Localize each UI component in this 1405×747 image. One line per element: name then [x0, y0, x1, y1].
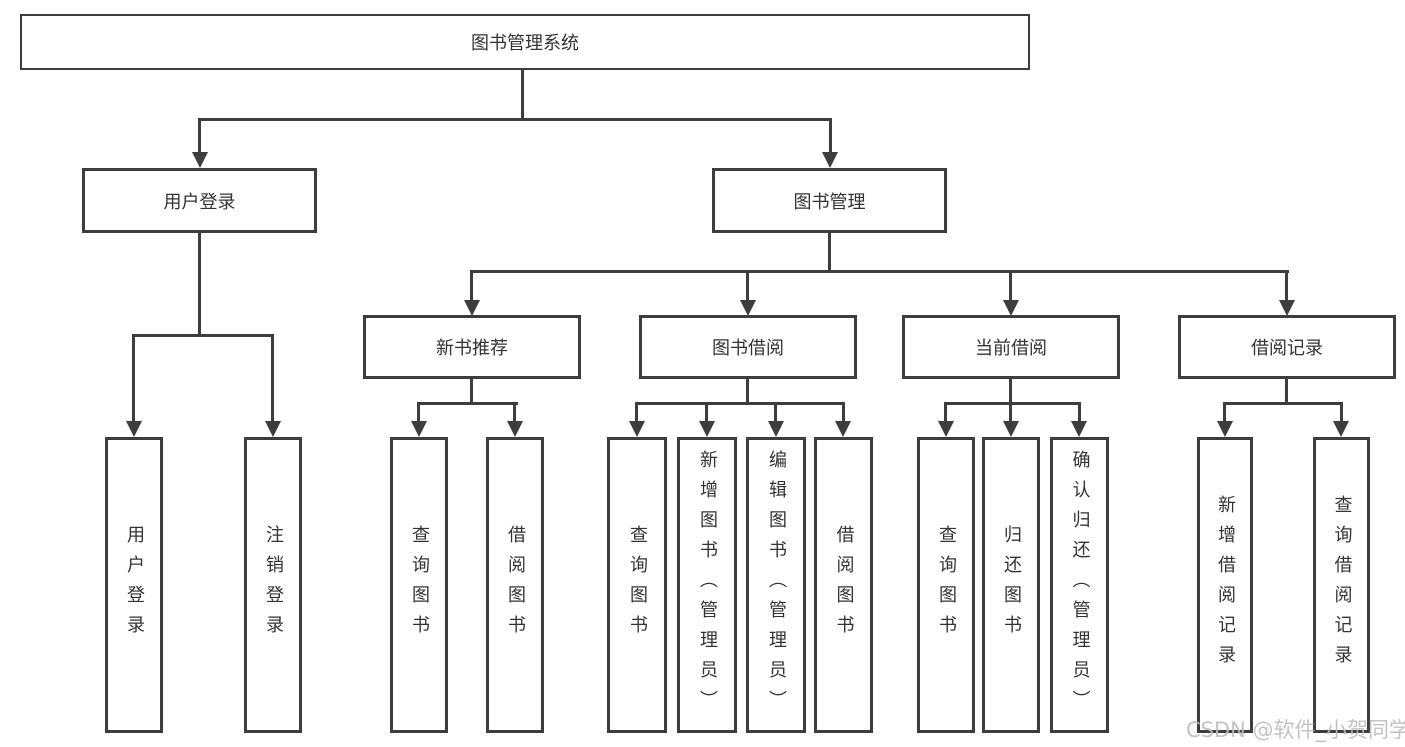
- connector: [1223, 402, 1226, 422]
- connector: [635, 402, 845, 405]
- connector: [1009, 402, 1012, 422]
- leaf-label: 借阅图书: [833, 525, 855, 645]
- connector: [132, 334, 135, 422]
- arrow-down-icon: [835, 421, 851, 437]
- node-user-login: 用户登录: [82, 168, 317, 233]
- leaf-return-books: 归还图书: [982, 437, 1040, 733]
- leaf-label: 新增图书（管理员）: [697, 450, 718, 720]
- connector: [842, 402, 845, 422]
- arrow-down-icon: [699, 421, 715, 437]
- leaf-user-login: 用户登录: [105, 437, 163, 733]
- leaf-query-borrow-record: 查询借阅记录: [1313, 437, 1370, 733]
- connector: [198, 233, 201, 336]
- leaf-label: 确认归还（管理员）: [1069, 450, 1091, 720]
- arrow-down-icon: [1217, 421, 1233, 437]
- leaf-label: 查询借阅记录: [1331, 495, 1353, 675]
- leaf-label: 借阅图书: [505, 525, 526, 645]
- connector: [132, 334, 274, 337]
- connector: [198, 118, 832, 121]
- arrow-down-icon: [192, 152, 208, 168]
- connector: [417, 402, 518, 405]
- node-new-book-recommendation: 新书推荐: [363, 315, 581, 379]
- arrow-down-icon: [507, 421, 523, 437]
- arrow-down-icon: [740, 300, 756, 316]
- connector: [944, 402, 1081, 405]
- leaf-label: 查询图书: [936, 525, 957, 645]
- connector: [746, 379, 749, 405]
- connector: [1285, 379, 1288, 405]
- leaf-query-books-current: 查询图书: [917, 437, 975, 733]
- connector: [470, 270, 1289, 273]
- connector: [470, 379, 473, 405]
- connector: [470, 270, 473, 302]
- node-current-borrowing: 当前借阅: [902, 315, 1120, 379]
- connector: [271, 334, 274, 422]
- leaf-label: 用户登录: [124, 525, 145, 645]
- arrow-down-icon: [126, 421, 142, 437]
- connector: [521, 70, 524, 120]
- leaf-label: 查询图书: [627, 525, 648, 645]
- connector: [705, 402, 708, 422]
- connector: [1340, 402, 1343, 422]
- leaf-add-borrow-record: 新增借阅记录: [1197, 437, 1253, 733]
- arrow-down-icon: [768, 421, 784, 437]
- connector: [828, 233, 831, 273]
- leaf-label: 归还图书: [1001, 525, 1022, 645]
- leaf-borrow-books: 借阅图书: [814, 437, 873, 733]
- leaf-confirm-return-admin: 确认归还（管理员）: [1050, 437, 1109, 733]
- leaf-query-books-recommend: 查询图书: [390, 437, 448, 733]
- connector: [417, 402, 420, 422]
- arrow-down-icon: [411, 421, 427, 437]
- arrow-down-icon: [1003, 300, 1019, 316]
- leaf-borrow-books-recommend: 借阅图书: [486, 437, 544, 733]
- node-book-borrowing: 图书借阅: [639, 315, 857, 379]
- connector: [1285, 270, 1288, 302]
- watermark-text: CSDN @软件_小贺同学: [1186, 718, 1405, 742]
- arrow-down-icon: [265, 421, 281, 437]
- connector: [1078, 402, 1081, 422]
- connector: [829, 118, 832, 154]
- connector: [1009, 379, 1012, 405]
- leaf-add-books-admin: 新增图书（管理员）: [677, 437, 737, 733]
- arrow-down-icon: [629, 421, 645, 437]
- connector: [513, 402, 516, 422]
- node-book-management: 图书管理: [712, 168, 947, 233]
- leaf-label: 查询图书: [409, 525, 430, 645]
- node-library-management-system: 图书管理系统: [20, 14, 1030, 70]
- connector: [1223, 402, 1343, 405]
- connector: [198, 118, 201, 154]
- arrow-down-icon: [1003, 421, 1019, 437]
- connector: [944, 402, 947, 422]
- arrow-down-icon: [464, 300, 480, 316]
- node-borrowing-records: 借阅记录: [1178, 315, 1396, 379]
- arrow-down-icon: [1333, 421, 1349, 437]
- connector: [774, 402, 777, 422]
- arrow-down-icon: [938, 421, 954, 437]
- arrow-down-icon: [822, 152, 838, 168]
- arrow-down-icon: [1071, 421, 1087, 437]
- leaf-edit-books-admin: 编辑图书（管理员）: [746, 437, 806, 733]
- arrow-down-icon: [1279, 300, 1295, 316]
- leaf-label: 注销登录: [263, 525, 284, 645]
- connector: [746, 270, 749, 302]
- connector: [1009, 270, 1012, 302]
- leaf-label: 编辑图书（管理员）: [766, 450, 787, 720]
- connector: [635, 402, 638, 422]
- leaf-query-books-borrowing: 查询图书: [607, 437, 667, 733]
- leaf-label: 新增借阅记录: [1215, 495, 1236, 675]
- leaf-logout: 注销登录: [244, 437, 302, 733]
